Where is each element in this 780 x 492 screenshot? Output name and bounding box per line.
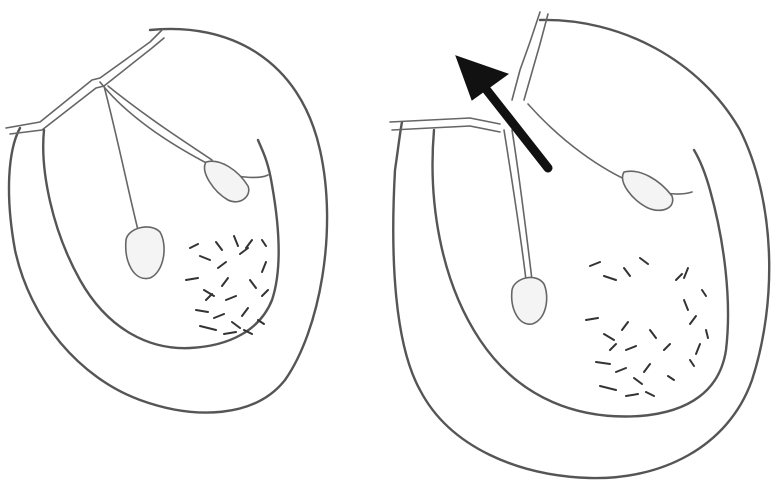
right-heart-outer-wall [393,20,769,478]
arrow-icon [456,56,548,168]
left-heart-base [6,30,164,134]
left-heart-chordae-2 [108,86,212,160]
right-heart-trabeculae [586,258,708,396]
right-heart-papillary-2 [623,171,673,210]
left-heart-papillary-1 [126,227,164,279]
left-heart-trabeculae [186,236,268,334]
right-heart-papillary-1 [512,277,547,324]
left-heart [6,29,327,413]
right-heart-base [390,118,500,132]
right-heart [390,12,769,478]
right-heart-inner-wall [433,130,728,416]
left-heart-outer-wall [9,29,327,413]
left-heart-chordae-1 [104,86,138,230]
right-heart-aortic-root [512,12,548,100]
left-heart-septum [100,82,268,177]
left-heart-papillary-2 [205,161,249,202]
right-heart-septum [528,104,692,194]
